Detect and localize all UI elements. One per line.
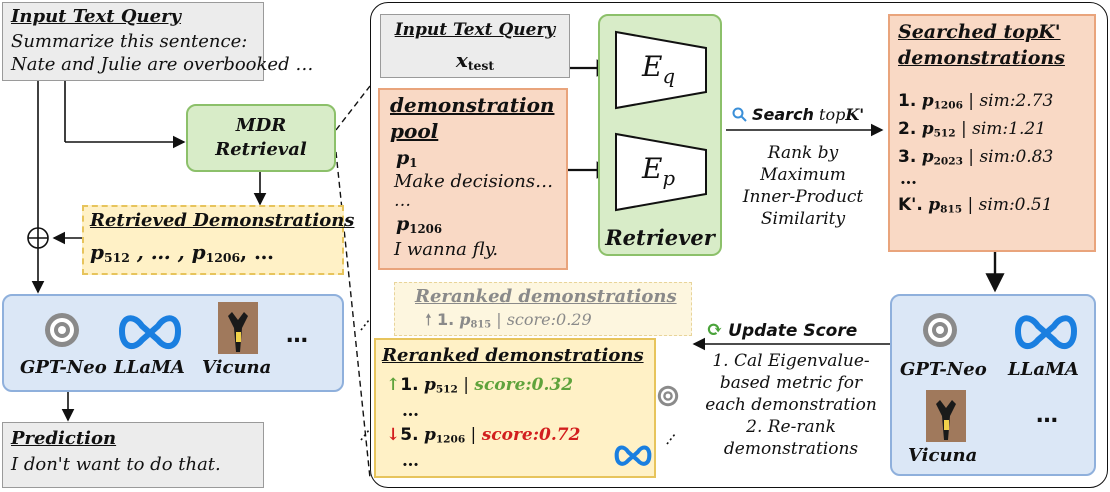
reranked-dots-1: … (402, 401, 419, 421)
meta-llama-logo-icon (614, 445, 652, 466)
up-arrow-icon: 🠕 (425, 310, 432, 329)
down-arrow-icon: ↓ (386, 425, 401, 445)
meta-llama-logo-icon (1014, 315, 1078, 350)
reranked-item: ↑1. p512 | score:0.32 (386, 375, 574, 396)
rank-description: Rank by Maximum Inner-Product Similarity (742, 143, 864, 229)
mdr-label-line2: Retrieval (215, 139, 307, 160)
searched-item: 2. p512 | sim:1.21 (898, 119, 1046, 140)
model-name-vicuna: Vicuna (202, 357, 272, 378)
up-arrow-icon: ↑ (386, 375, 401, 395)
gpt-neo-logo-icon (45, 313, 79, 347)
pool-p2-text: I wanna fly. (394, 239, 499, 260)
update-description: 1. Cal Eigenvalue- based metric for each… (705, 351, 877, 459)
zoom-panel (370, 2, 1108, 488)
passage-encoder-shape (615, 132, 707, 212)
model-name-gpt-neo: GPT-Neo (900, 359, 987, 380)
searched-dots: … (900, 169, 917, 189)
input-query-box: Input Text Query Summarize this sentence… (2, 2, 313, 81)
reranked-ghost-box: Reranked demonstrations 🠕 1. p815 | scor… (394, 282, 692, 336)
passage-encoder-label: Ep (642, 152, 675, 190)
searched-title-line1: Searched topK' (898, 21, 1061, 43)
retrieved-list: p512 , … , p1206, … (90, 240, 275, 266)
retriever-query-title: Input Text Query (394, 20, 556, 40)
magnifier-icon (732, 107, 747, 122)
pool-dots: … (394, 191, 411, 211)
query-encoder-label: Eq (642, 50, 675, 88)
retriever-label: Retriever (605, 225, 715, 250)
llm-models-box-left: … GPT-Neo LLaMA Vicuna (2, 294, 344, 392)
ghost-reranked-item: 🠕 1. p815 | score:0.29 (425, 310, 592, 331)
pool-p1-text: Make decisions… (394, 171, 554, 192)
model-name-llama: LLaMA (114, 357, 185, 378)
meta-llama-logo-icon (118, 315, 182, 350)
input-query-title: Input Text Query (11, 6, 182, 27)
reranked-item: ↓5. p1206 | score:0.72 (386, 425, 581, 446)
model-name-gpt-neo: GPT-Neo (20, 357, 107, 378)
model-name-llama: LLaMA (1008, 359, 1079, 380)
reranked-dots-2: … (402, 451, 419, 471)
prediction-text: I don't want to do that. (11, 454, 221, 475)
ghost-reranked-title: Reranked demonstrations (415, 286, 677, 307)
prediction-box: Prediction I don't want to do that. (2, 422, 264, 488)
refresh-icon: ⟳ (706, 317, 723, 341)
vicuna-logo-icon (218, 302, 258, 354)
pool-title-line1: demonstration (390, 93, 555, 117)
update-score-label: ⟳ Update Score (706, 317, 858, 341)
gpt-neo-logo-icon (657, 385, 679, 407)
mdr-label-line1: MDR (235, 115, 287, 136)
models-more-right: … (1036, 403, 1058, 428)
gpt-neo-logo-icon (923, 313, 957, 347)
prediction-title: Prediction (11, 428, 117, 449)
llm-models-box-right: GPT-Neo LLaMA … Vicuna (890, 294, 1096, 476)
reranked-title: Reranked demonstrations (382, 345, 644, 366)
reranked-box: Reranked demonstrations ↑1. p512 | score… (374, 338, 656, 478)
vicuna-logo-icon (926, 390, 966, 442)
searched-item: 3. p2023 | sim:0.83 (898, 147, 1054, 168)
retriever-box: Eq Ep Retriever (598, 14, 722, 256)
retrieved-title: Retrieved Demonstrations (90, 210, 355, 231)
searched-item-last: K'. p815 | sim:0.51 (898, 195, 1053, 216)
retriever-query-box: Input Text Query xtest (380, 14, 570, 78)
searched-item: 1. p1206 | sim:2.73 (898, 91, 1054, 112)
searched-title-line2: demonstrations (898, 47, 1065, 69)
input-query-line2: Nate and Julie are overbooked … (11, 54, 314, 75)
pool-p1: p1 (396, 147, 418, 170)
query-encoder-shape (615, 30, 707, 110)
pool-title-line2: pool (390, 119, 439, 143)
mdr-retrieval-box: MDR Retrieval (186, 104, 336, 172)
input-query-line1: Summarize this sentence: (11, 31, 248, 52)
models-more-left: … (286, 323, 308, 348)
retrieved-demonstrations-box: Retrieved Demonstrations p512 , … , p120… (82, 205, 354, 275)
searched-topk-box: Searched topK' demonstrations 1. p1206 |… (888, 14, 1096, 252)
search-label: Search topK' (732, 106, 864, 124)
demonstration-pool-box: demonstration pool p1 Make decisions… … … (378, 88, 568, 270)
model-name-vicuna: Vicuna (908, 445, 978, 466)
retriever-query-var: xtest (455, 48, 495, 74)
pool-p2: p1206 (396, 213, 443, 236)
